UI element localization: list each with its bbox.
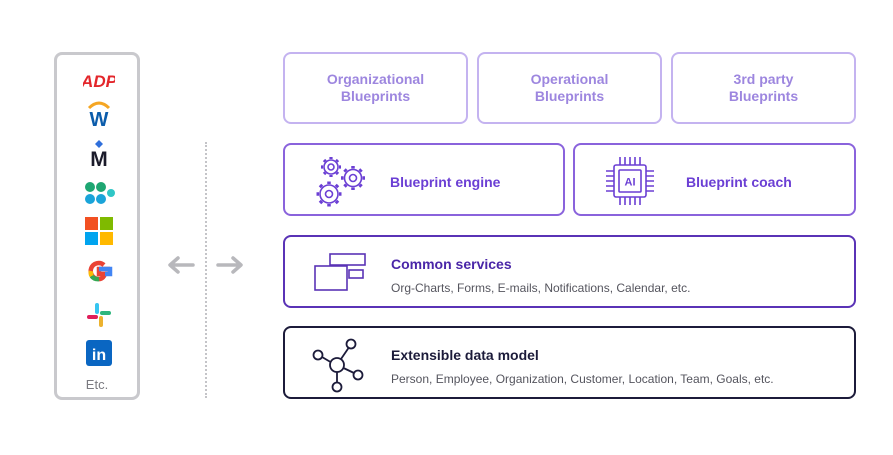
dotted-divider: [205, 142, 207, 398]
workday-logo-text: W: [90, 109, 109, 128]
data-model-title: Extensible data model: [391, 347, 539, 363]
operational-blueprints-line1: Operational: [530, 71, 609, 87]
m-logo: M: [83, 139, 115, 168]
third-party-blueprints-line1: 3rd party: [733, 71, 794, 87]
linkedin-logo: in: [83, 339, 115, 367]
dots-logo: [83, 179, 115, 207]
windows-icon: [314, 253, 366, 291]
slack-logo: [83, 301, 115, 329]
m-logo-text: M: [90, 148, 108, 168]
gears-icon: [316, 157, 365, 207]
common-services-description: Org-Charts, Forms, E-mails, Notification…: [391, 281, 691, 295]
common-services-title: Common services: [391, 256, 512, 272]
integrations-panel: ADP W M: [54, 52, 140, 400]
workday-logo: W: [83, 99, 115, 128]
blueprint-coach-box: AI Blueprint coach: [573, 143, 856, 216]
blueprint-engine-label: Blueprint engine: [390, 174, 501, 190]
ai-chip-text: AI: [625, 177, 636, 189]
third-party-blueprints-label: 3rd party Blueprints: [694, 71, 834, 105]
common-services-text: Common services Org-Charts, Forms, E-mai…: [391, 256, 690, 295]
organizational-blueprints-box: Organizational Blueprints: [283, 52, 468, 124]
adp-logo-text: ADP: [83, 72, 115, 91]
data-model-text: Extensible data model Person, Employee, …: [391, 347, 774, 386]
network-node-icon: [312, 338, 364, 393]
adp-logo: ADP: [83, 67, 115, 95]
data-model-box: Extensible data model Person, Employee, …: [283, 326, 856, 399]
data-model-description: Person, Employee, Organization, Customer…: [391, 372, 774, 386]
arrow-right-icon: [216, 256, 243, 274]
third-party-blueprints-box: 3rd party Blueprints: [671, 52, 856, 124]
organizational-blueprints-label: Organizational Blueprints: [306, 71, 446, 105]
linkedin-logo-text: in: [92, 347, 106, 364]
blueprint-coach-label: Blueprint coach: [686, 174, 792, 190]
microsoft-logo: [83, 217, 115, 245]
operational-blueprints-line2: Blueprints: [534, 88, 605, 104]
etc-label: Etc.: [85, 377, 109, 392]
blueprint-engine-box: Blueprint engine: [283, 143, 565, 216]
third-party-blueprints-line2: Blueprints: [728, 88, 799, 104]
organizational-blueprints-line2: Blueprints: [340, 88, 411, 104]
common-services-box: Common services Org-Charts, Forms, E-mai…: [283, 235, 856, 308]
google-logo: [83, 257, 115, 285]
arrow-left-icon: [168, 256, 195, 274]
ai-chip-icon: AI: [606, 157, 654, 205]
operational-blueprints-label: Operational Blueprints: [500, 71, 640, 105]
operational-blueprints-box: Operational Blueprints: [477, 52, 662, 124]
organizational-blueprints-line1: Organizational: [326, 71, 425, 87]
